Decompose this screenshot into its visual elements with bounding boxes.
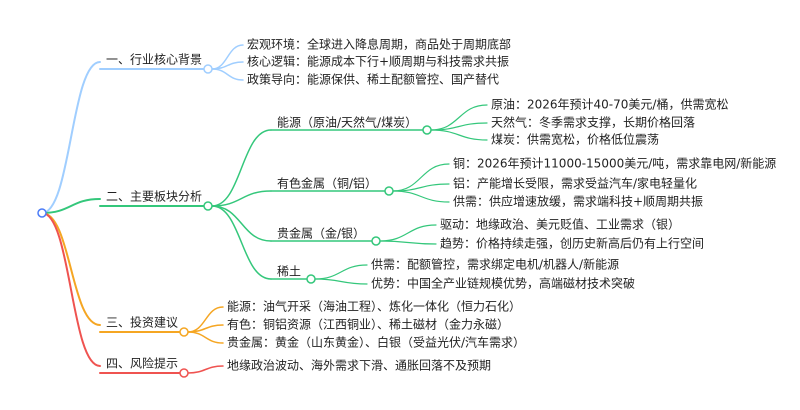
sector-2-leaf-link-3 [392, 190, 450, 203]
sector-link-1 [211, 129, 272, 207]
branch-label-3: 三、投资建议 [106, 315, 178, 330]
branch-1-leaf-1: 宏观环境：全球进入降息周期，商品处于周期底部 [247, 37, 511, 52]
sector-3-leaf-link-1 [379, 224, 437, 242]
branch-toggle-3[interactable] [179, 327, 189, 337]
sector-3-leaf-link-2 [379, 240, 437, 245]
branch-label-4: 四、风险提示 [106, 356, 178, 371]
sector-4-leaf-link-1 [314, 264, 368, 280]
branch-toggle-1[interactable] [203, 64, 213, 74]
branch-toggle-4[interactable] [179, 368, 189, 378]
sector-4-leaf-link-2 [314, 278, 368, 285]
sector-2-leaf-3: 供需：供应增速放缓，需求端科技+顺周期共振 [453, 194, 703, 209]
sector-link-2 [211, 190, 272, 207]
sector-2-leaf-1: 铜：2026年预计11000-15000美元/吨，需求靠电网/新能源 [453, 156, 776, 171]
mindmap-links [41, 44, 488, 374]
sector-1-leaf-3: 煤炭：供需宽松，价格低位震荡 [491, 132, 659, 147]
sector-4-leaf-2: 优势：中国全产业链规模优势，高端磁材技术突破 [371, 276, 635, 291]
branch-1-leaf-2: 核心逻辑：能源成本下行+顺周期与科技需求共振 [247, 55, 509, 69]
root-node[interactable] [37, 208, 47, 218]
sector-3-leaf-2: 趋势：价格持续走强，创历史新高后仍有上行空间 [440, 236, 704, 251]
branch-4-leaf-1: 地缘政治波动、海外需求下滑、通胀回落不及预期 [227, 358, 491, 373]
branch-label-1: 一、行业核心背景 [106, 53, 202, 67]
mindmap-nodes: 一、行业核心背景 宏观环境：全球进入降息周期，商品处于周期底部核心逻辑：能源成本下… [37, 37, 776, 378]
sector-2-leaf-2: 铝：产能增长受限，需求受益汽车/家电轻量化 [453, 176, 697, 191]
branch-3-leaf-link-2 [187, 324, 224, 333]
branch-3-leaf-3: 贵金属：黄金（山东黄金）、白银（受益光伏/汽车需求） [227, 335, 525, 350]
sector-toggle-1[interactable] [422, 125, 432, 135]
branch-1-leaf-link-3 [211, 68, 244, 81]
branch-3-leaf-1: 能源：油气开采（海油工程）、炼化一体化（恒力石化） [227, 299, 521, 314]
branch-toggle-2[interactable] [203, 201, 213, 211]
branch-1-leaf-3: 政策导向：能源保供、稀土配额管控、国产替代 [247, 72, 499, 87]
sector-label-1: 能源（原油/天然气/煤炭） [277, 115, 417, 130]
branch-4-leaf-link-1 [187, 365, 224, 374]
sector-1-leaf-1: 原油：2026年预计40-70美元/桶，供需宽松 [491, 97, 728, 112]
sector-1-leaf-link-3 [430, 129, 488, 141]
branch-1-leaf-link-2 [211, 61, 244, 70]
sector-label-4: 稀土 [277, 265, 301, 279]
branch-link-3 [41, 212, 101, 326]
sector-toggle-2[interactable] [384, 186, 394, 196]
branch-link-2 [41, 198, 101, 214]
sector-link-4 [211, 205, 272, 280]
branch-3-leaf-link-3 [187, 331, 224, 344]
sector-3-leaf-1: 驱动：地缘政治、美元贬值、工业需求（银） [440, 217, 680, 232]
branch-label-2: 二、主要板块分析 [106, 190, 202, 204]
sector-1-leaf-2: 天然气：冬季需求支撑，长期价格回落 [491, 115, 695, 130]
sector-label-2: 有色金属（铜/铝） [277, 176, 377, 191]
sector-toggle-4[interactable] [306, 274, 316, 284]
branch-link-1 [41, 61, 101, 214]
branch-link-4 [41, 212, 101, 367]
sector-4-leaf-1: 供需：配额管控，需求绑定电机/机器人/新能源 [371, 257, 619, 272]
sector-link-3 [211, 205, 272, 242]
sector-label-3: 贵金属（金/银） [277, 226, 365, 241]
branch-3-leaf-2: 有色：铜铝资源（江西铜业）、稀土磁材（金力永磁） [227, 317, 509, 332]
sector-toggle-3[interactable] [371, 236, 381, 246]
